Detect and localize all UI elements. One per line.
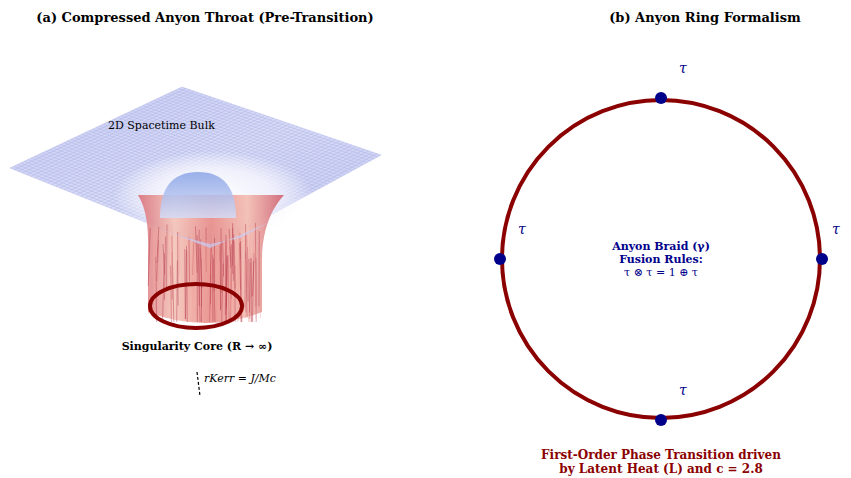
ring-center: Anyon Braid (γ)Fusion Rules:τ ⊗ τ = 1 ⊕ … — [500, 98, 822, 420]
streak — [238, 230, 240, 265]
streak — [168, 226, 170, 275]
core-label: Singularity Core (R → ∞) — [122, 340, 273, 353]
streak — [245, 259, 246, 304]
panel-title: (a) Compressed Anyon Throat (Pre-Transit… — [36, 10, 373, 25]
streak — [245, 229, 247, 318]
streak — [249, 243, 251, 322]
streak — [214, 259, 215, 322]
streak — [171, 223, 172, 286]
inner-dome — [160, 172, 236, 218]
anyon-dot: τ — [655, 414, 667, 426]
singularity-ring — [150, 284, 242, 328]
streak — [258, 232, 259, 306]
streak — [148, 228, 150, 286]
streak — [247, 227, 249, 279]
streak — [156, 224, 158, 261]
streak — [166, 224, 167, 287]
streak — [212, 254, 214, 322]
streak — [222, 264, 223, 322]
streak — [248, 259, 250, 313]
ring-text: Anyon Braid (γ) — [612, 240, 710, 253]
anyon-label: τ — [679, 382, 687, 399]
streak — [258, 231, 259, 306]
plane-front-edge — [150, 222, 270, 248]
streak — [195, 226, 197, 272]
anyon-label: τ — [518, 221, 526, 238]
streak — [255, 247, 256, 318]
streak — [226, 257, 228, 308]
streak — [163, 253, 165, 322]
streak — [191, 238, 192, 296]
streak — [153, 232, 155, 276]
streak — [250, 258, 252, 322]
streak — [229, 229, 231, 268]
streak — [232, 228, 234, 281]
anyon-dot: τ — [655, 92, 667, 104]
streak — [188, 240, 189, 305]
ring-text: τ ⊗ τ = 1 ⊕ τ — [624, 266, 698, 279]
panel-title: (b) Anyon Ring Formalism — [609, 10, 801, 25]
streak — [188, 238, 190, 282]
streak — [164, 224, 165, 254]
streak — [223, 241, 224, 276]
anyon-dot: τ — [494, 253, 506, 265]
streak — [201, 239, 202, 307]
streak — [157, 227, 159, 263]
streak — [194, 235, 195, 291]
streak — [209, 244, 211, 322]
ring-circle — [502, 100, 820, 418]
anyon-label: τ — [832, 221, 840, 238]
streak — [225, 235, 227, 315]
streak — [211, 229, 213, 274]
streak — [218, 223, 219, 310]
anyon-label: τ — [679, 60, 687, 77]
streak — [236, 256, 237, 317]
streak — [220, 241, 221, 309]
streak — [192, 263, 194, 322]
region-label: 2D Spacetime Bulk — [108, 119, 215, 132]
streak — [206, 239, 207, 304]
streak — [157, 222, 158, 295]
anyon-dot: τ — [816, 253, 828, 265]
ring-text: Fusion Rules: — [619, 253, 703, 266]
streak — [238, 227, 239, 321]
kerr-radius-line — [197, 372, 200, 396]
formula-label: rKerr = J/Mc — [204, 372, 276, 385]
caption: First-Order Phase Transition driven by L… — [536, 448, 786, 476]
streak — [252, 261, 254, 322]
streak — [176, 261, 178, 322]
streak — [208, 242, 209, 322]
streak — [179, 232, 180, 277]
anyon-ring: Anyon Braid (γ)Fusion Rules:τ ⊗ τ = 1 ⊕ … — [500, 98, 822, 420]
streak — [197, 235, 198, 322]
streak — [227, 239, 229, 312]
